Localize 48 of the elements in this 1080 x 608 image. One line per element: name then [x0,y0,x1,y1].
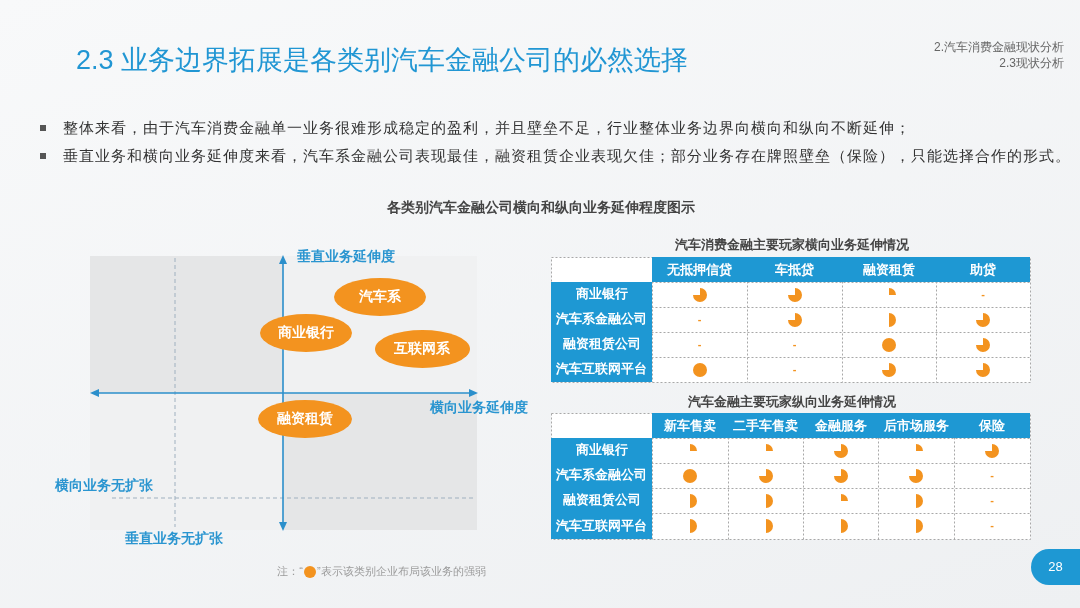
column-header: 二手车售卖 [728,413,803,438]
column-header: 助贷 [936,257,1030,282]
bullet-text: 垂直业务和横向业务延伸度来看，汽车系金融公司表现最佳，融资租赁企业表现欠佳；部分业务存在牌照壁垒（保险），只能选择合作的形式。 [63,147,1071,165]
column-header: 后市场服务 [878,413,954,438]
axis-label: 横向业务延伸度 [430,399,528,417]
section-label: 2.3现状分析 [999,55,1064,71]
column-header: 金融服务 [803,413,878,438]
chart-title: 各类别汽车金融公司横向和纵向业务延伸程度图示 [387,198,695,216]
ellipse-label: 汽车系 [359,288,401,306]
row-header: 汽车互联网平台 [551,357,652,382]
row-header: 汽车系金融公司 [551,307,652,332]
bullet-text: 整体来看，由于汽车消费金融单一业务很难形成稳定的盈利，并且壁垒不足，行业整体业务边界向横向和纵向不断延伸； [63,119,911,137]
row-header: 融资租赁公司 [551,332,652,357]
column-header: 融资租赁 [842,257,936,282]
column-header: 保险 [954,413,1030,438]
ellipse-label: 商业银行 [278,324,334,342]
footnote-text: 注：“ [277,565,303,579]
axis-label: 垂直业务延伸度 [297,248,395,266]
row-header: 融资租赁公司 [551,488,652,513]
ellipse-label: 融资租赁 [277,410,333,428]
dash-label: - [990,493,994,508]
row-header: 商业银行 [551,282,652,307]
category-ellipse [258,400,352,438]
dash-label: - [981,287,985,302]
section-label: 2.汽车消费金融现状分析 [934,39,1064,55]
column-header: 新车售卖 [652,413,728,438]
column-header: 无抵押信贷 [652,257,747,282]
ellipse-label: 互联网系 [394,340,450,358]
dash-label: - [792,362,797,377]
category-ellipse [374,330,470,368]
slide-title: 2.3 业务边界拓展是各类别汽车金融公司的必然选择 [76,43,689,77]
category-ellipse [260,314,352,352]
row-header: 汽车互联网平台 [551,513,652,539]
dash-label: - [697,312,702,327]
legend-text: ”表示该类别企业布局该业务的强弱 [317,565,486,579]
dash-label: - [990,468,994,483]
dash-label: - [697,337,702,352]
axis-label: 垂直业务无扩张 [125,530,223,548]
column-header: 车抵贷 [747,257,842,282]
page-number: 28 [1031,549,1080,585]
dash-label: - [990,519,994,533]
category-ellipse [334,278,426,316]
dash-label: - [792,337,797,352]
table-title: 汽车消费金融主要玩家横向业务延伸情况 [675,237,909,253]
table-title: 汽车金融主要玩家纵向业务延伸情况 [688,394,896,410]
row-header: 汽车系金融公司 [551,463,652,488]
axis-label: 横向业务无扩张 [55,477,153,495]
row-header: 商业银行 [551,438,652,463]
